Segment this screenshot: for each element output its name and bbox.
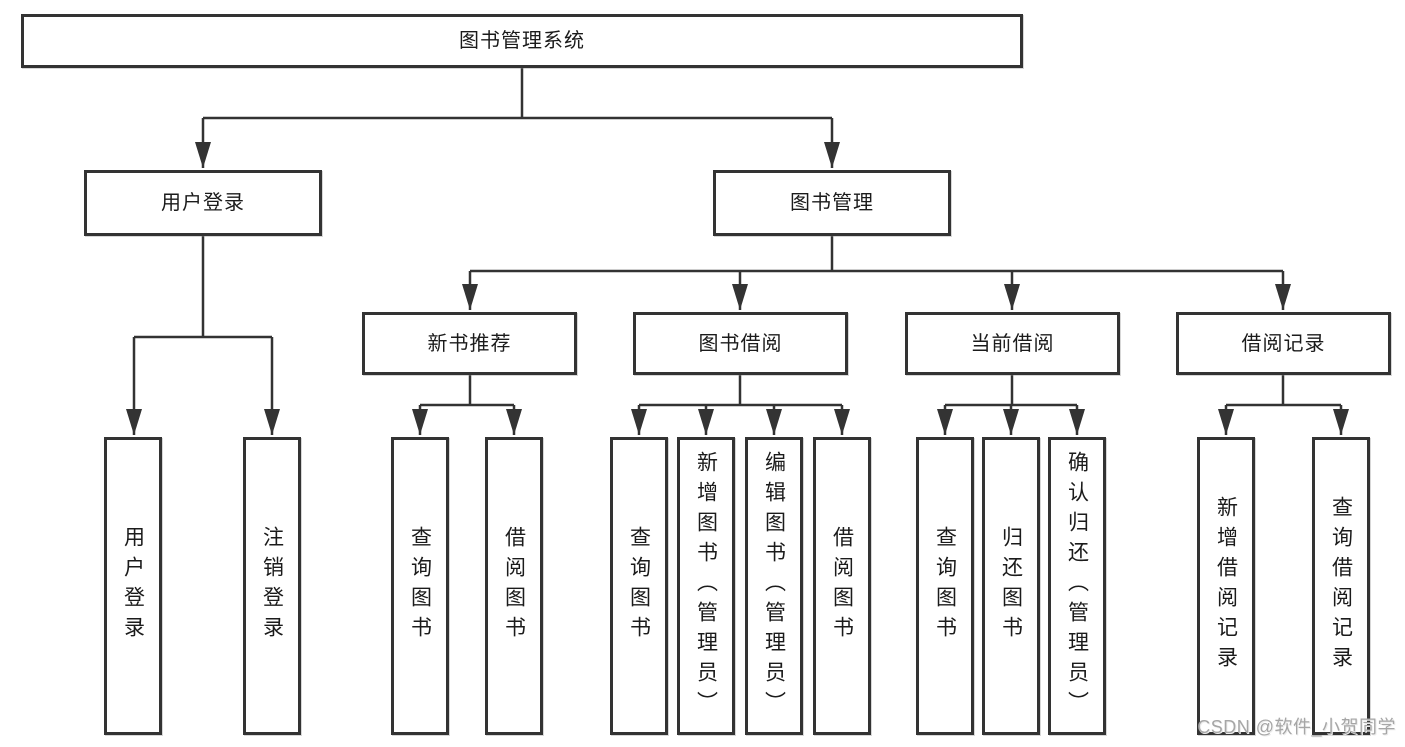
leaf-borrow-books-recommend: 借阅图书 [485,437,543,735]
leaf-edit-books-admin: 编辑图书（管理员） [745,437,803,735]
leaf-return-books: 归还图书 [982,437,1040,735]
leaf-query-books-recommend: 查询图书 [391,437,449,735]
leaf-user-login: 用户登录 [104,437,162,735]
watermark-csdn: CSDN @软件_小贺同学 [1197,717,1396,737]
leaf-confirm-return-admin: 确认归还（管理员） [1048,437,1106,735]
leaf-logout: 注销登录 [243,437,301,735]
leaf-add-borrow-record: 新增借阅记录 [1197,437,1255,735]
node-book-borrowing: 图书借阅 [633,312,848,375]
node-new-book-recommend: 新书推荐 [362,312,577,375]
leaf-query-books-borrowing: 查询图书 [610,437,668,735]
node-library-management-system: 图书管理系统 [21,14,1023,68]
node-user-login: 用户登录 [84,170,322,236]
node-borrowing-records: 借阅记录 [1176,312,1391,375]
leaf-query-books-current: 查询图书 [916,437,974,735]
leaf-query-borrow-record: 查询借阅记录 [1312,437,1370,735]
leaf-add-books-admin: 新增图书（管理员） [677,437,735,735]
leaf-borrow-books: 借阅图书 [813,437,871,735]
node-book-management: 图书管理 [713,170,951,236]
node-current-borrowing: 当前借阅 [905,312,1120,375]
